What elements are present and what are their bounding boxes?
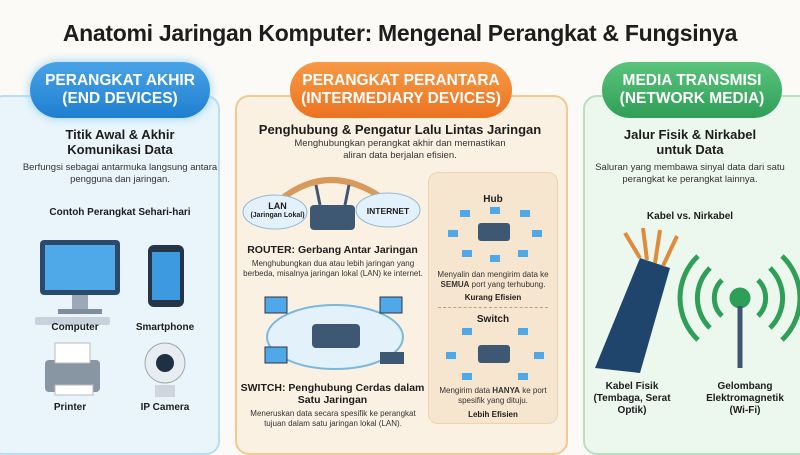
media-badge: MEDIA TRANSMISI(NETWORK MEDIA) [602,62,782,118]
device-icon [380,352,404,364]
intermediary-badge: PERANGKAT PERANTARA(INTERMEDIARY DEVICES… [290,62,512,118]
examples-title: Contoh Perangkat Sehari-hari [49,207,191,218]
router-icon [310,184,355,230]
printer-icon [45,342,100,396]
router-description: Menghubungkan dua atau lebih jaringan ya… [243,259,423,278]
computer-icons [448,207,542,262]
computer-icon [35,240,120,325]
device-label: Printer [53,402,87,413]
laptop-icon [379,296,403,314]
internet-cloud-icon [355,192,421,228]
switch-icon [478,345,510,363]
switch-illustration [264,296,404,370]
lan-cloud-icon [242,194,308,230]
compare-title: Kabel vs. Nirkabel [646,211,734,222]
switch-compare-title: Switch [476,314,510,325]
switch-desc-text: ke port spesifik yang dituju. [458,386,547,405]
smartphone-icon [148,245,184,307]
router-title: ROUTER: Gerbang Antar Jaringan [247,244,418,256]
device-label: Smartphone [135,322,195,333]
wireless-label: Gelombang Elektromagnetik (Wi-Fi) [706,381,784,416]
badge-line: PERANGKAT PERANTARA [302,72,500,89]
ip-camera-icon [144,342,186,397]
cable-label: Kabel Fisik (Tembaga, Serat Optik) [593,381,671,416]
hub-verdict: Kurang Efisien [464,293,522,302]
hub-desc-text: Menyalin dan mengirim data ke [437,270,549,279]
hub-desc-text: port yang terhubung. [469,280,546,289]
intermediary-heading: Penghubung & Pengatur Lalu Lintas Jaring… [258,122,542,137]
switch-icon [312,324,360,348]
intermediary-description: Menghubungkan perangkat akhir dan memast… [294,138,506,161]
switch-verdict: Lebih Efisien [468,410,518,419]
media-description: Saluran yang membawa sinyal data dari sa… [595,162,785,185]
computer-icons [446,328,544,380]
switch-desc-text: Mengirim data [439,386,493,395]
end-devices-badge: PERANGKAT AKHIR(END DEVICES) [30,62,210,118]
badge-line: (NETWORK MEDIA) [619,90,765,107]
laptop-icon [264,346,288,364]
switch-description: Meneruskan data secara spesifik ke peran… [250,409,416,428]
divider [438,307,548,308]
page-title: Anatomi Jaringan Komputer: Mengenal Pera… [62,20,738,46]
badge-line: (END DEVICES) [62,90,178,107]
lan-label: LAN(Jaringan Lokal) [250,201,305,221]
end-devices-description: Berfungsi sebagai antarmuka langsung ant… [22,162,218,185]
switch-desc-bold: HANYA [492,386,520,395]
end-device-illustrations [35,240,186,397]
end-devices-heading: Titik Awal & Akhir Komunikasi Data [65,127,175,157]
internet-label: INTERNET [366,206,410,216]
switch-title: SWITCH: Penghubung Cerdas dalam Satu Jar… [240,382,425,406]
router-illustration [242,177,421,230]
badge-line: MEDIA TRANSMISI [622,72,762,89]
switch-compare-description: Mengirim data HANYA ke port spesifik yan… [432,386,554,406]
hub-diagram [448,207,542,262]
hub-desc-bold: SEMUA [440,280,470,289]
laptop-icon [264,296,288,314]
lan-text: LAN [268,201,287,211]
hub-icon [478,223,510,241]
device-label: Computer [51,322,99,333]
hub-description: Menyalin dan mengirim data ke SEMUA port… [432,270,554,290]
device-label: IP Camera [140,402,190,413]
badge-line: (INTERMEDIARY DEVICES) [301,90,501,107]
media-panel [583,95,800,455]
wifi-icon [677,254,800,368]
media-illustrations [595,228,800,373]
cable-icon [595,228,679,373]
lan-subtext: (Jaringan Lokal) [250,212,305,219]
media-heading: Jalur Fisik & Nirkabel untuk Data [623,127,757,157]
badge-line: PERANGKAT AKHIR [45,72,195,89]
hub-title: Hub [483,194,503,205]
switch-diagram [446,328,544,380]
